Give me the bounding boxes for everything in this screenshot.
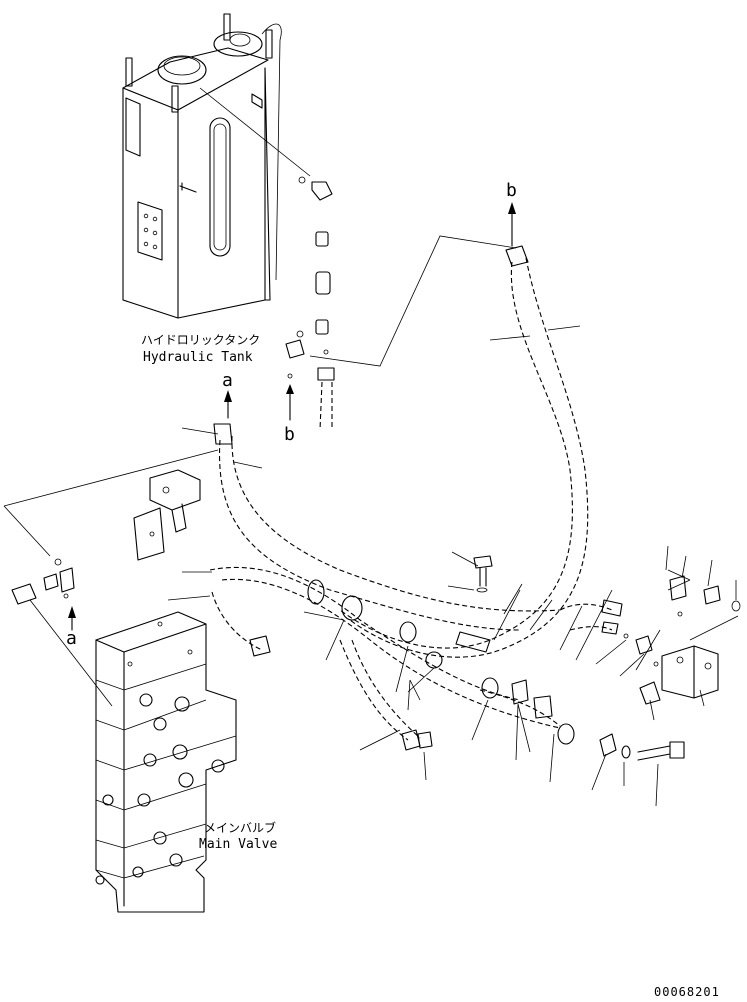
valve-jp-label: メインバルブ xyxy=(204,820,276,835)
ref-label-a-top: a xyxy=(222,370,233,391)
tank-en-label: Hydraulic Tank xyxy=(143,350,253,365)
bolt-upper xyxy=(473,555,493,593)
leader-lines xyxy=(167,325,739,807)
ref-label-a-left: a xyxy=(66,628,77,649)
bolt-lower xyxy=(621,741,685,761)
drawing-number: 00068201 xyxy=(654,985,720,999)
left-bracket xyxy=(133,469,201,561)
hydraulic-tank xyxy=(122,13,282,319)
ref-label-b-mid: b xyxy=(284,424,295,445)
right-block xyxy=(623,569,741,705)
tank-jp-label: ハイドロリックタンク xyxy=(141,333,260,347)
valve-en-label: Main Valve xyxy=(199,837,277,852)
main-valve xyxy=(95,611,237,913)
tank-fittings xyxy=(199,87,335,431)
ref-label-b-top: b xyxy=(506,180,517,201)
left-fittings xyxy=(11,558,75,605)
hose-routing xyxy=(209,245,623,751)
